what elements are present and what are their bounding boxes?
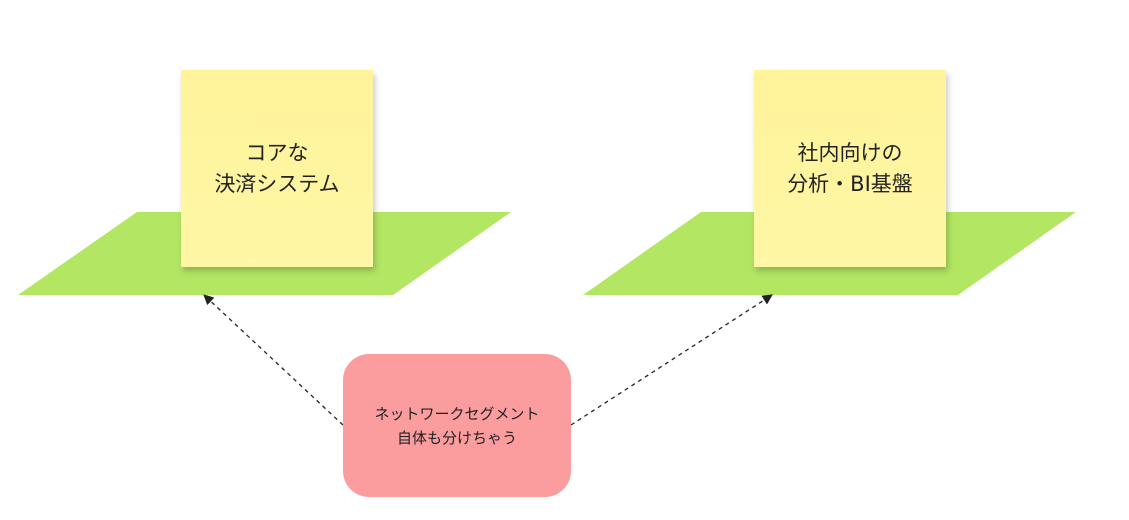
sticky-note-bi-platform[interactable]: 社内向けの 分析・BI基盤	[754, 70, 946, 267]
network-segment-note[interactable]: ネットワークセグメント 自体も分けちゃう	[343, 354, 571, 497]
network-segment-note-text: ネットワークセグメント 自体も分けちゃう	[374, 404, 540, 447]
sticky-note-bi-platform-text: 社内向けの 分析・BI基盤	[787, 141, 913, 196]
connector-arrow-left[interactable]	[203, 294, 344, 426]
sticky-note-core-payment-text: コアな 決済システム	[214, 141, 340, 196]
sticky-note-core-payment[interactable]: コアな 決済システム	[181, 70, 373, 267]
connector-arrow-right[interactable]	[570, 294, 773, 426]
